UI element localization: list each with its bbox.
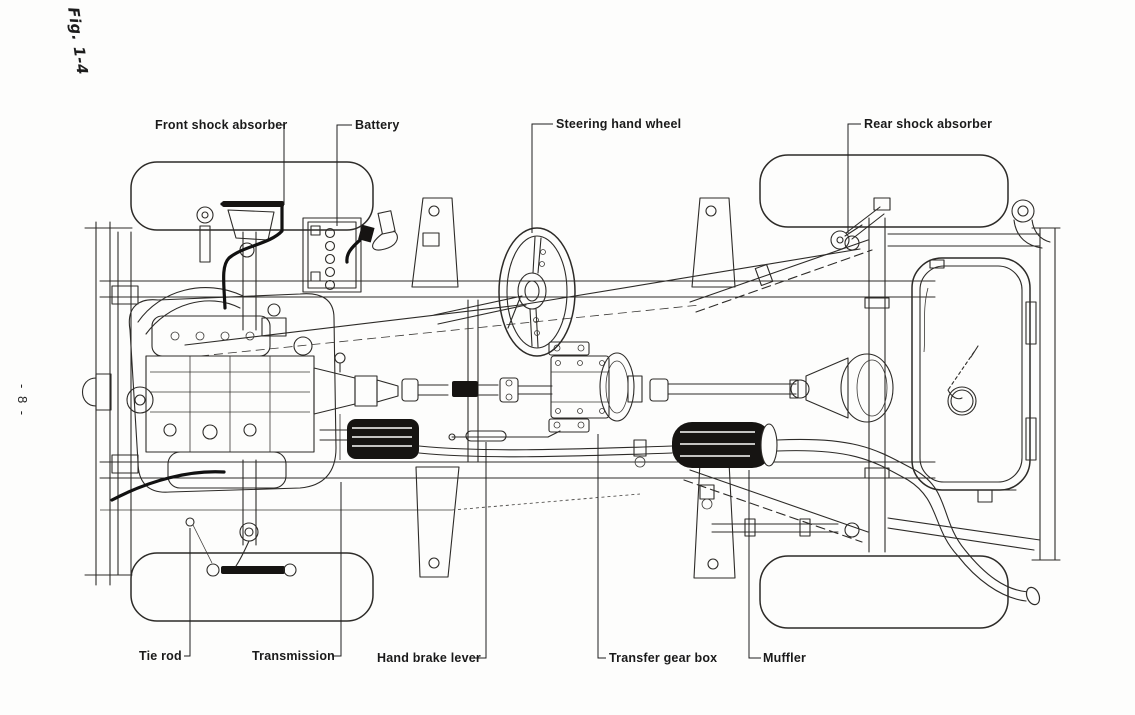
- fuel-filler-cap: [947, 386, 977, 416]
- label-transfer-gear-box: Transfer gear box: [609, 651, 718, 665]
- wheel-rear-lower: [759, 555, 1009, 629]
- brake-drum: [599, 352, 635, 422]
- label-transmission: Transmission: [252, 649, 335, 663]
- label-muffler: Muffler: [763, 651, 807, 665]
- steering-wheel-part: [498, 227, 576, 357]
- front-axle: [184, 206, 861, 577]
- propeller-shaft: [401, 375, 810, 403]
- label-battery: Battery: [355, 118, 400, 132]
- hand-brake-lever-part: [448, 430, 561, 442]
- label-front-shock-absorber: Front shock absorber: [155, 118, 288, 132]
- tail-pipe-tip: [1025, 586, 1041, 606]
- wheel-rear-upper: [759, 154, 1009, 228]
- rear-axle: [805, 217, 894, 553]
- wheels: [130, 154, 1009, 629]
- wheel-front-lower: [130, 552, 374, 622]
- wheel-front-upper: [130, 161, 374, 231]
- rear-suspension: [683, 197, 891, 543]
- tie-rod-part: [185, 517, 297, 577]
- battery-part: [302, 217, 375, 293]
- label-hand-brake-lever: Hand brake lever: [377, 651, 481, 665]
- label-steering-hand-wheel: Steering hand wheel: [556, 117, 682, 131]
- steering-drag-link: [184, 248, 861, 346]
- spring-hanger-brackets: [372, 197, 736, 579]
- front-shock-absorber-part: [196, 206, 214, 224]
- callout-leaders: [184, 123, 861, 659]
- fuel-tank: [911, 257, 1037, 503]
- air-intake-duct: [137, 287, 244, 323]
- label-tie-rod: Tie rod: [139, 649, 182, 663]
- transmission-part: [313, 352, 399, 460]
- exhaust-system: [319, 419, 1041, 606]
- label-rear-shock-absorber: Rear shock absorber: [864, 117, 993, 131]
- differential: [840, 353, 894, 423]
- engine: [110, 201, 337, 502]
- rear-shock-absorber-part: [830, 230, 850, 250]
- front-silencer: [347, 419, 419, 459]
- transfer-gear-box-part: [548, 341, 635, 433]
